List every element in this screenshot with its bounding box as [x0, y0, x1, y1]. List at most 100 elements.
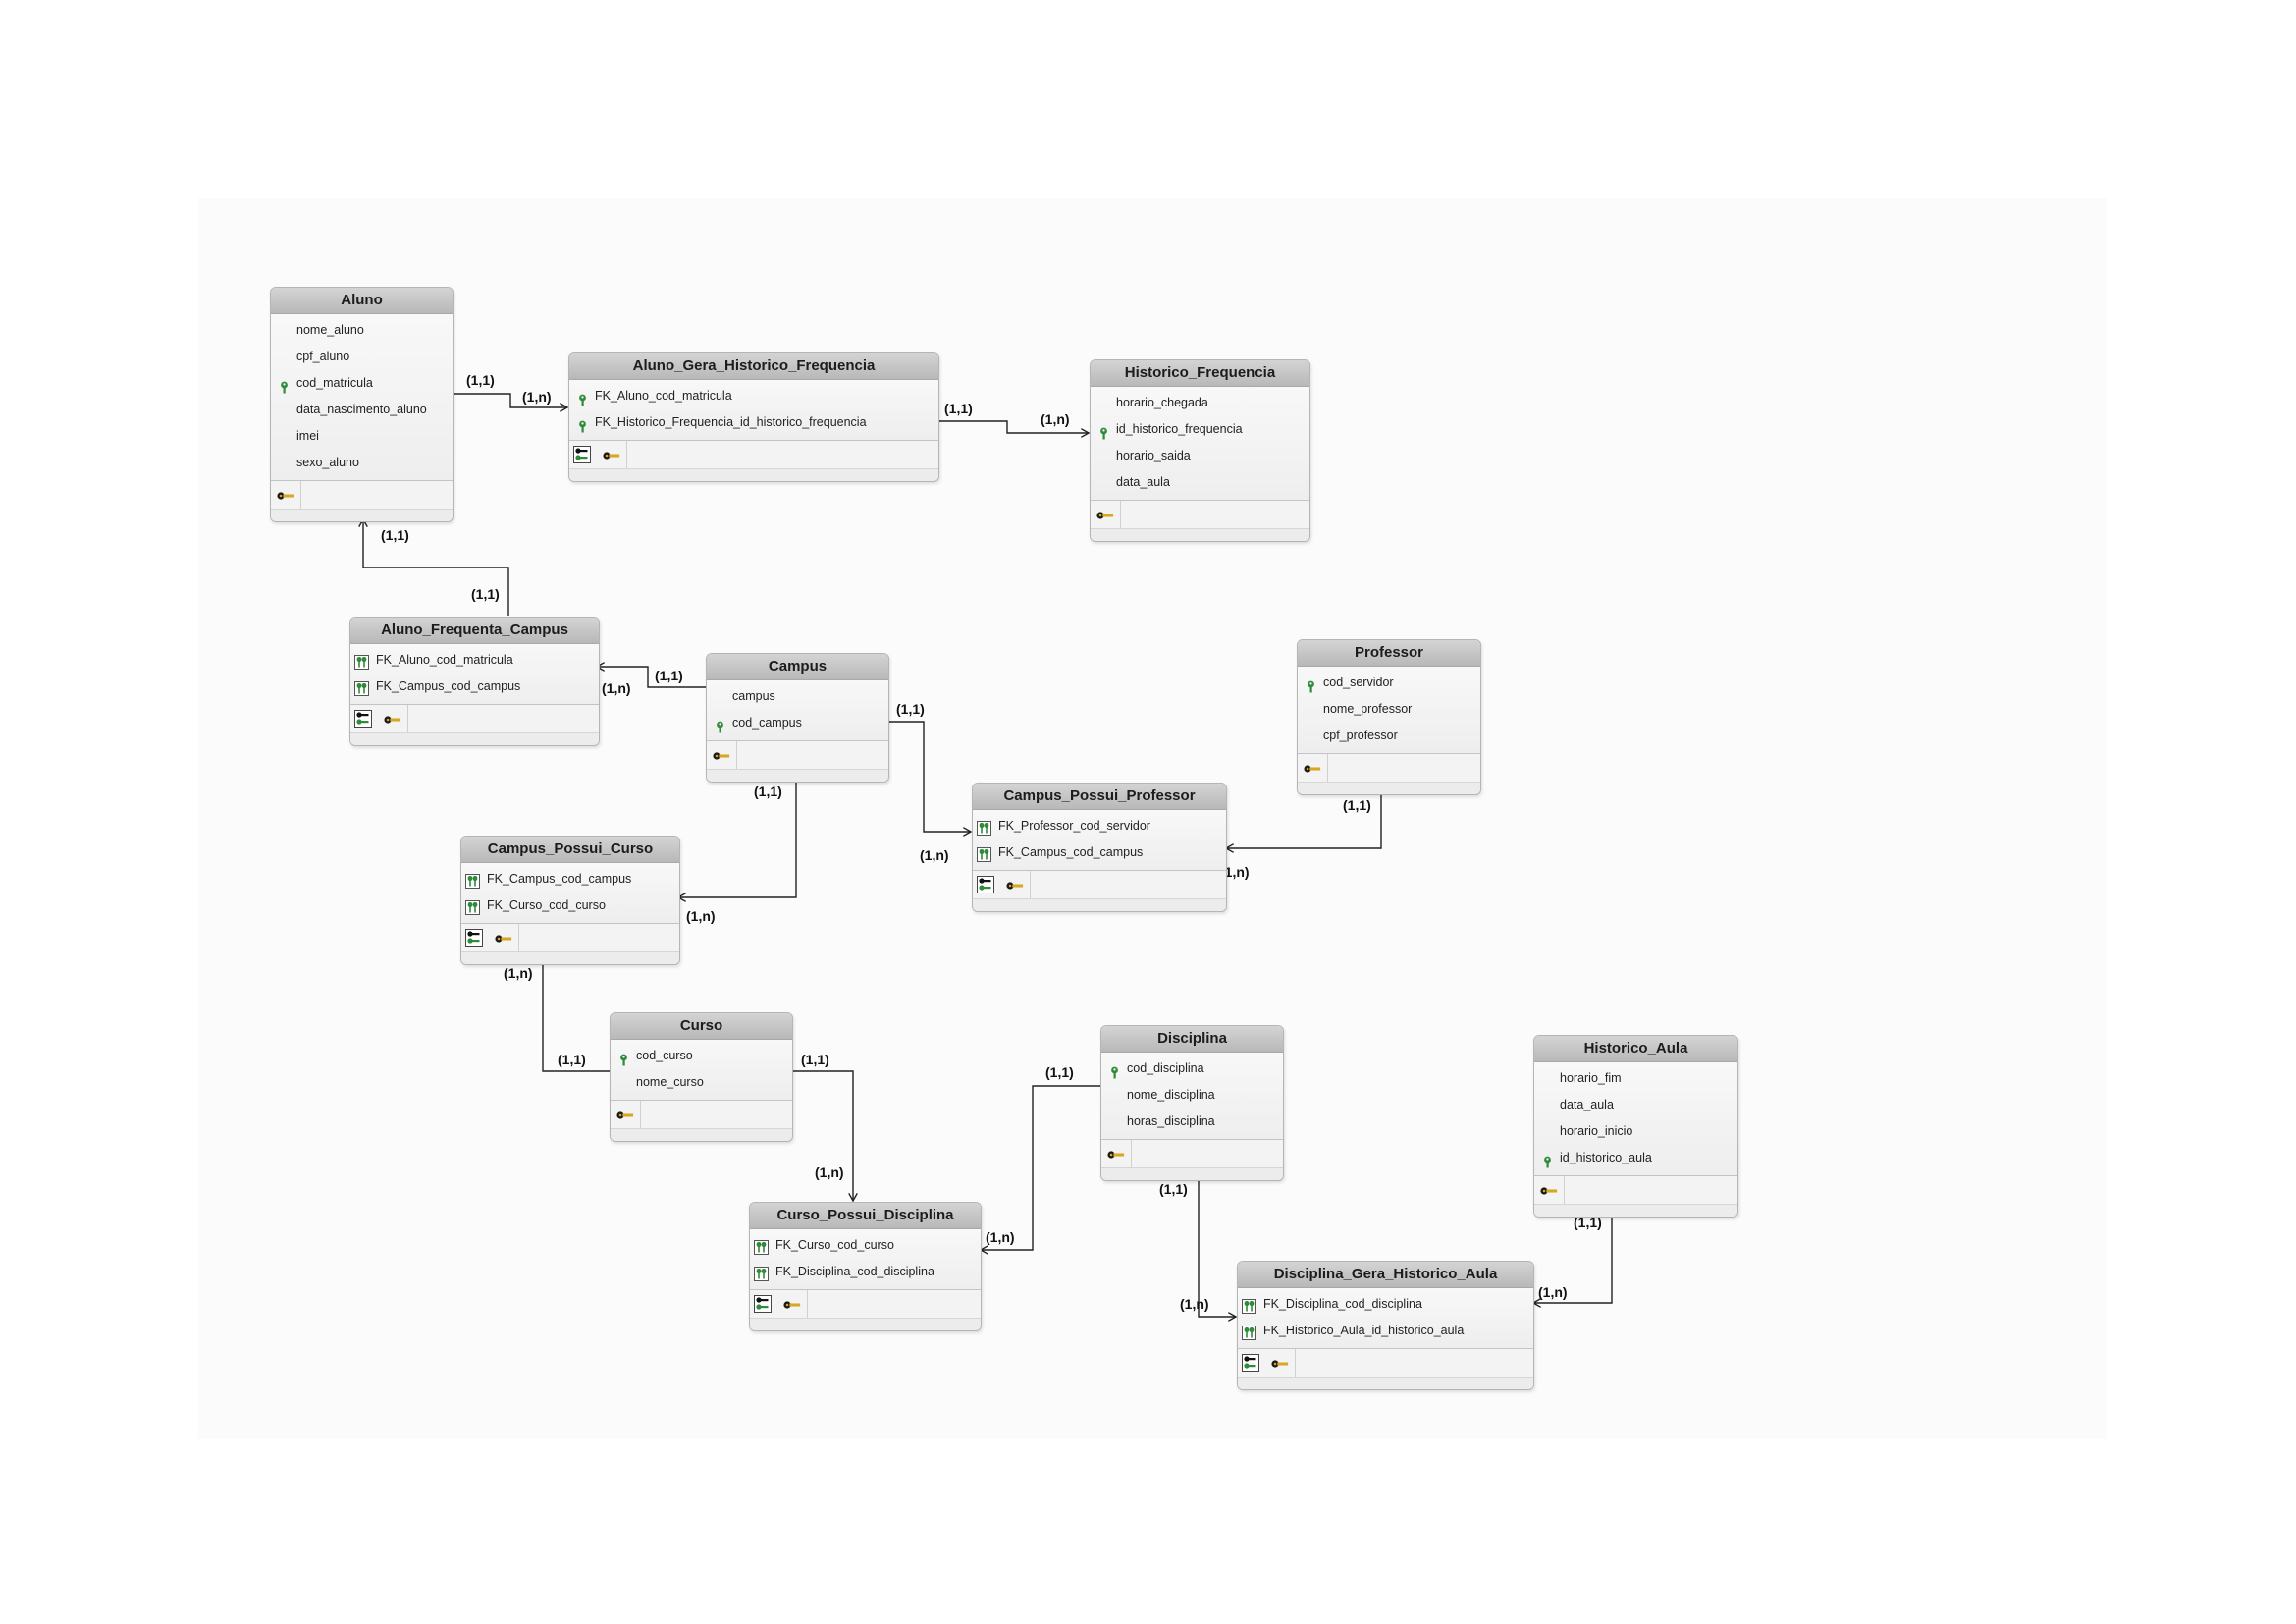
attribute-row[interactable]: imei [271, 423, 453, 450]
separator [407, 705, 408, 732]
attribute-row[interactable]: id_historico_frequencia [1091, 416, 1309, 443]
attribute-row[interactable]: FK_Campus_cod_campus [973, 839, 1226, 866]
attribute-row[interactable]: FK_Historico_Frequencia_id_historico_fre… [569, 409, 938, 436]
foreign-key-icon [465, 872, 480, 889]
attribute-name: nome_aluno [296, 323, 364, 337]
attribute-row[interactable]: cpf_professor [1298, 723, 1480, 749]
attribute-row[interactable]: FK_Curso_cod_curso [750, 1232, 981, 1259]
attribute-row[interactable]: cod_matricula [271, 370, 453, 397]
cardinality-label: (1,n) [815, 1164, 844, 1180]
key-icon [1540, 1184, 1558, 1200]
attribute-row[interactable]: nome_aluno [271, 317, 453, 344]
attribute-row[interactable]: horario_fim [1534, 1065, 1737, 1092]
index-icon [754, 1295, 772, 1313]
attribute-row[interactable]: cod_servidor [1298, 670, 1480, 696]
key-icon [277, 489, 294, 505]
relationship-line-r4[interactable] [597, 667, 706, 688]
attribute-row[interactable]: FK_Curso_cod_curso [461, 893, 679, 919]
attribute-row[interactable]: sexo_aluno [271, 450, 453, 476]
attribute-row[interactable]: nome_disciplina [1101, 1082, 1283, 1109]
cardinality-label: (1,1) [466, 372, 495, 388]
cardinality-label: (1,n) [522, 389, 552, 405]
attribute-row[interactable]: cod_campus [707, 710, 888, 736]
attribute-name: FK_Curso_cod_curso [487, 898, 606, 912]
attribute-row[interactable]: FK_Aluno_cod_matricula [569, 383, 938, 409]
attribute-row[interactable]: nome_professor [1298, 696, 1480, 723]
attribute-row[interactable]: horas_disciplina [1101, 1109, 1283, 1135]
attribute-row[interactable]: nome_curso [611, 1069, 792, 1096]
relationship-line-r1[interactable] [452, 393, 567, 407]
entity-title: Curso_Possui_Disciplina [750, 1203, 981, 1229]
attribute-name: campus [732, 689, 775, 703]
index-icon [1242, 1354, 1259, 1372]
cardinality-label: (1,1) [1045, 1064, 1074, 1080]
relationship-line-r9[interactable] [791, 1070, 853, 1201]
entity-title: Disciplina_Gera_Historico_Aula [1238, 1262, 1533, 1288]
foreign-key-icon [465, 898, 480, 915]
attribute-row[interactable]: data_nascimento_aluno [271, 397, 453, 423]
relationship-line-r12[interactable] [1533, 1210, 1613, 1303]
separator [1327, 754, 1328, 782]
attribute-row[interactable]: data_aula [1091, 469, 1309, 496]
key-icon [783, 1298, 801, 1314]
separator [736, 741, 737, 769]
attribute-name: FK_Aluno_cod_matricula [595, 389, 732, 403]
separator [807, 1290, 808, 1318]
attribute-row[interactable]: FK_Disciplina_cod_disciplina [750, 1259, 981, 1285]
relationship-line-r3[interactable] [363, 519, 509, 616]
attribute-row[interactable]: horario_inicio [1534, 1118, 1737, 1145]
attribute-row[interactable]: cod_curso [611, 1043, 792, 1069]
relationship-line-r11[interactable] [1198, 1172, 1236, 1317]
attribute-row[interactable]: cpf_aluno [271, 344, 453, 370]
attribute-row[interactable]: FK_Campus_cod_campus [461, 866, 679, 893]
attribute-name: data_aula [1116, 475, 1170, 489]
relationship-line-r7[interactable] [678, 777, 797, 897]
attribute-name: horario_inicio [1560, 1124, 1633, 1138]
attribute-row[interactable]: FK_Professor_cod_servidor [973, 813, 1226, 839]
attribute-row[interactable]: FK_Disciplina_cod_disciplina [1238, 1291, 1533, 1318]
separator [626, 441, 627, 468]
cardinality-label: (1,1) [471, 586, 500, 602]
foreign-key-icon [754, 1265, 769, 1281]
cardinality-label: (1,1) [1343, 797, 1371, 813]
attribute-row[interactable]: horario_saida [1091, 443, 1309, 469]
key-icon [1107, 1148, 1125, 1164]
entity-title: Professor [1298, 640, 1480, 667]
entity-title: Aluno_Gera_Historico_Frequencia [569, 353, 938, 380]
attribute-row[interactable]: campus [707, 683, 888, 710]
relationship-line-r10[interactable] [981, 1085, 1100, 1250]
index-icon [354, 710, 372, 728]
relationship-line-r6[interactable] [1226, 788, 1382, 848]
attribute-row[interactable]: id_historico_aula [1534, 1145, 1737, 1171]
key-icon [1097, 423, 1110, 440]
attribute-row[interactable]: horario_chegada [1091, 390, 1309, 416]
entity-key-section [1101, 1139, 1283, 1167]
foreign-key-icon [977, 819, 991, 836]
relationship-line-r8[interactable] [543, 957, 610, 1072]
relationship-line-r2[interactable] [937, 420, 1089, 433]
attribute-row[interactable]: data_aula [1534, 1092, 1737, 1118]
entity-footer [1534, 1204, 1737, 1217]
relationship-line-r5[interactable] [887, 721, 971, 832]
index-icon [977, 876, 994, 893]
attribute-row[interactable]: cod_disciplina [1101, 1056, 1283, 1082]
entity-title: Aluno_Frequenta_Campus [350, 618, 599, 644]
attribute-row[interactable]: FK_Campus_cod_campus [350, 674, 599, 700]
attribute-row[interactable]: FK_Historico_Aula_id_historico_aula [1238, 1318, 1533, 1344]
attribute-row[interactable]: FK_Aluno_cod_matricula [350, 647, 599, 674]
